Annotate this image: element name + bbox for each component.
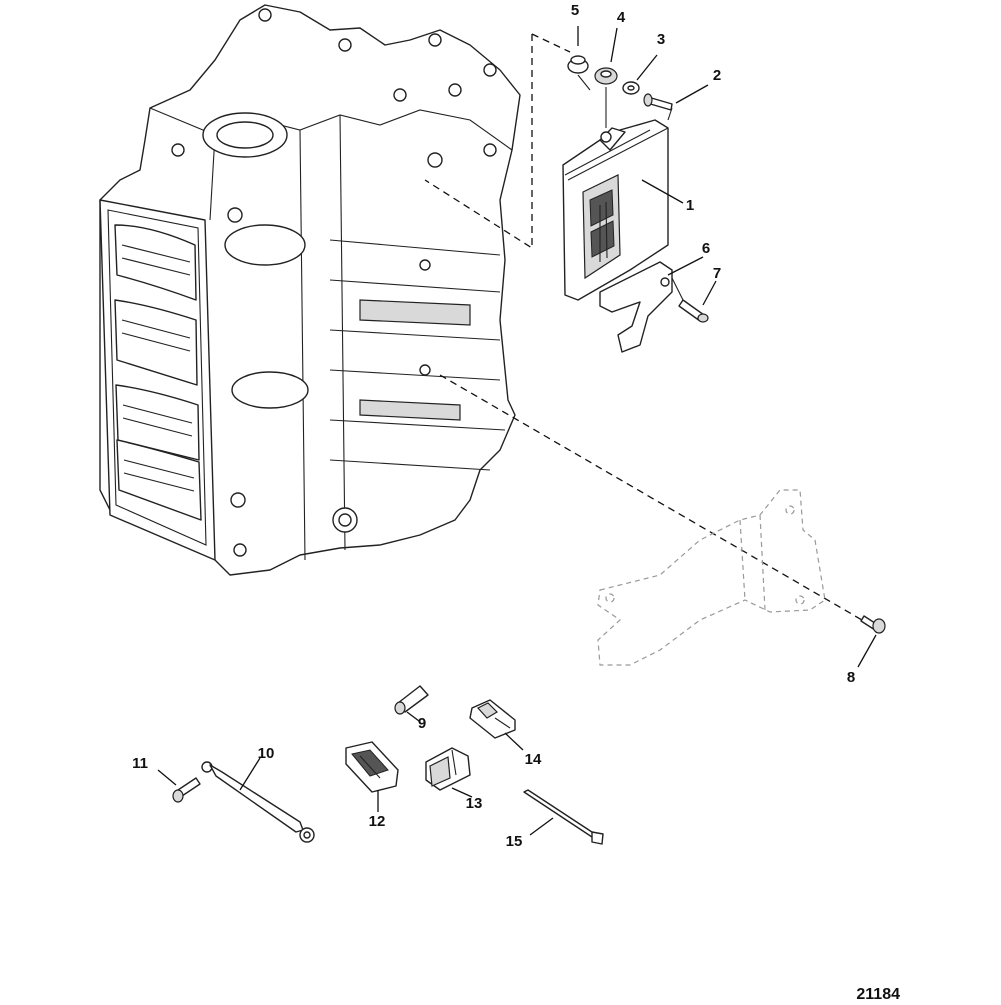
callout-4: 4 (617, 9, 626, 26)
callout-11: 11 (132, 755, 148, 772)
bracket-6 (599, 261, 673, 353)
cylinder-block (99, 4, 521, 576)
callout-6: 6 (702, 240, 710, 257)
callout-13: 13 (466, 795, 483, 812)
callout-8: 8 (847, 669, 855, 686)
washer-3 (622, 81, 640, 95)
callout-2: 2 (713, 67, 721, 84)
bushing-4 (594, 67, 618, 85)
screw-7 (678, 299, 709, 323)
cylinder-ports (114, 224, 202, 521)
ghost-mounting-plate (597, 489, 826, 666)
screw-2 (643, 93, 673, 111)
cable-tie-15 (523, 789, 604, 845)
connector-14 (469, 699, 516, 739)
assembly-dash-lines (424, 33, 863, 621)
screw-8 (860, 615, 886, 634)
callout-7: 7 (713, 265, 721, 282)
leader-lines (157, 26, 877, 836)
callout-15: 15 (506, 833, 523, 850)
callout-12: 12 (369, 813, 386, 830)
block-bolt-bosses (171, 8, 497, 557)
callout-3: 3 (657, 31, 665, 48)
callout-14: 14 (525, 751, 542, 768)
reference-number: 21184 (856, 986, 900, 1000)
callout-5: 5 (571, 2, 579, 19)
callout-labels: 5 4 3 2 1 6 7 8 9 10 11 12 13 14 15 (132, 2, 855, 850)
plug-9 (394, 685, 429, 715)
ecm-module (562, 119, 669, 301)
callout-9: 9 (418, 715, 426, 732)
screw-11 (172, 777, 201, 803)
ground-strap-10 (201, 761, 315, 843)
grommet-5 (567, 55, 589, 74)
callout-10: 10 (258, 745, 275, 762)
connector-13 (425, 747, 471, 791)
callout-1: 1 (686, 197, 694, 214)
connector-12 (345, 741, 399, 793)
